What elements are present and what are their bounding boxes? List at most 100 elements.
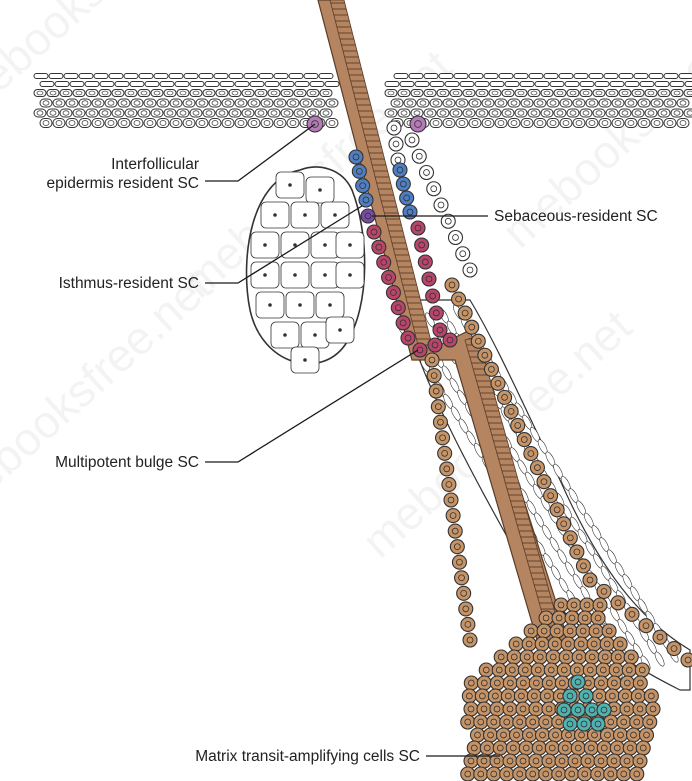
epidermis-cell	[580, 109, 592, 117]
bulb-cell	[546, 650, 560, 664]
epidermis-cell	[528, 109, 540, 117]
epidermis-cell	[385, 109, 397, 117]
epidermis-cell	[456, 99, 468, 107]
bulb-cell	[609, 663, 623, 677]
epidermis-cell	[85, 82, 99, 87]
bulb-cell	[464, 702, 478, 716]
bulb-cell	[557, 663, 571, 677]
epidermis-cell	[482, 99, 494, 107]
epidermis-cell	[529, 74, 543, 79]
bulb-cell	[572, 650, 586, 664]
bulb-cell	[633, 702, 647, 716]
bulb-cell	[565, 767, 579, 781]
epidermis-cell	[625, 99, 637, 107]
epidermis-cell	[469, 99, 481, 107]
epidermis-cell	[664, 99, 676, 107]
sebaceous-cell-nucleus	[303, 213, 307, 217]
bulb-cell	[532, 741, 546, 755]
bulb-cell	[635, 663, 649, 677]
epidermis-cell	[586, 119, 598, 128]
outer-root-sheath-cell	[576, 559, 590, 573]
epidermis-cell	[534, 119, 546, 128]
epidermis-cell	[560, 99, 572, 107]
sebaceous-cell-nucleus	[318, 188, 322, 192]
bulb-cell	[505, 663, 519, 677]
bulb-cell	[490, 676, 504, 690]
root-sheath-cell	[463, 263, 477, 277]
bulb-cell	[567, 598, 581, 612]
outer-root-sheath-cell	[427, 369, 441, 383]
epidermis-cell	[385, 90, 397, 97]
bulb-cell	[542, 676, 556, 690]
bulb-cell	[552, 767, 566, 781]
bulb-cell	[613, 637, 627, 651]
epidermis-cell	[170, 99, 182, 107]
outer-root-sheath-cell	[463, 633, 477, 647]
bulb-cell	[527, 689, 541, 703]
bulge-stem-cell	[422, 272, 436, 286]
bulb-cell	[631, 689, 645, 703]
epidermis-cell	[47, 90, 59, 97]
epidermis-cell	[64, 74, 78, 79]
matrix-stem-cell	[579, 689, 593, 703]
bulb-cell	[494, 650, 508, 664]
bulb-cell	[565, 611, 579, 625]
bulb-cell	[555, 754, 569, 768]
epidermis-cell	[79, 119, 91, 128]
epidermis-cell	[222, 99, 234, 107]
epidermis-cell	[160, 82, 174, 87]
epidermis-cell	[105, 99, 117, 107]
epidermis-cell	[677, 119, 689, 128]
epidermis-cell	[105, 119, 117, 128]
epidermis-cell	[268, 90, 280, 97]
epidermis-cell	[66, 119, 78, 128]
outer-root-sheath-cell	[471, 334, 485, 348]
outer-root-sheath-cell	[504, 404, 518, 418]
sebaceous-cell-nucleus	[298, 303, 302, 307]
bulb-cell	[620, 754, 634, 768]
isthmus-stem-cell	[359, 193, 373, 207]
bulb-cell	[503, 754, 517, 768]
bulb-cell	[487, 715, 501, 729]
epidermis-cell	[679, 74, 692, 79]
epidermis-cell	[70, 82, 84, 87]
sebaceous-cell-nucleus	[323, 243, 327, 247]
epidermis-cell	[304, 74, 318, 79]
epidermis-cell	[502, 109, 514, 117]
outer-root-sheath-cell	[444, 493, 458, 507]
bulb-cell	[596, 663, 610, 677]
epidermis-cell	[567, 90, 579, 97]
epidermis-cell	[655, 82, 669, 87]
sebaceous-cell-nucleus	[263, 243, 267, 247]
epidermis-cell	[632, 90, 644, 97]
outer-root-sheath-cell	[570, 545, 584, 559]
epidermis-cell	[450, 109, 462, 117]
bulge-stem-cell	[386, 286, 400, 300]
epidermis-cell	[604, 74, 618, 79]
epidermis-cell	[53, 119, 65, 128]
epidermis-cell	[505, 82, 519, 87]
bulb-cell	[477, 702, 491, 716]
bulb-cell	[479, 663, 493, 677]
epidermis-cell	[112, 90, 124, 97]
epidermis-cell	[274, 119, 286, 128]
bulge-stem-cell	[377, 255, 391, 269]
epidermis-cell	[196, 99, 208, 107]
bulb-cell	[597, 741, 611, 755]
epidermis-cell	[385, 82, 399, 87]
bulb-cell	[578, 767, 592, 781]
epidermis-cell	[261, 119, 273, 128]
root-sheath-cell	[412, 149, 426, 163]
epidermis-cell	[489, 109, 501, 117]
epidermis-cell	[595, 82, 609, 87]
sebaceous-gland	[247, 167, 365, 373]
epidermis-cell	[599, 99, 611, 107]
bulb-cell	[614, 728, 628, 742]
epidermis-cell	[658, 90, 670, 97]
bulb-cell	[611, 650, 625, 664]
bulb-cell	[492, 663, 506, 677]
epidermis-cell	[242, 90, 254, 97]
bulb-cell	[581, 754, 595, 768]
epidermis-cell	[573, 99, 585, 107]
epidermis-cell	[394, 74, 408, 79]
